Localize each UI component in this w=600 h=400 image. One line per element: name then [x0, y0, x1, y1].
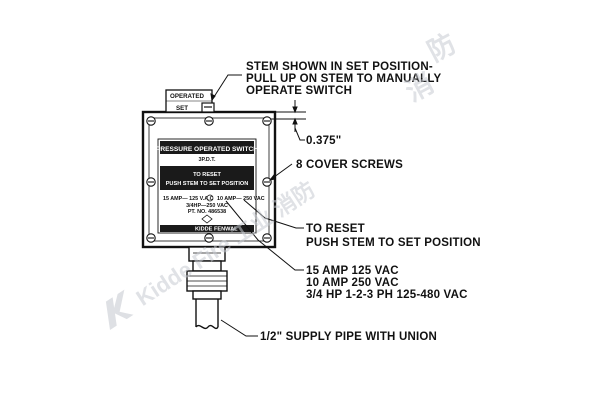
watermark-logo-icon: [105, 289, 134, 330]
supply-pipe-label: 1/2" SUPPLY PIPE WITH UNION: [260, 331, 437, 343]
stem-note-line1: STEM SHOWN IN SET POSITION-: [246, 61, 433, 73]
dimension-label: 0.375": [306, 135, 341, 147]
cover-screw: [204, 233, 214, 243]
stem-operated-label: OPERATED: [170, 93, 204, 100]
nameplate-rating-hp: 3/4HP—250 VAC: [186, 203, 228, 209]
cover-screw: [146, 177, 156, 187]
nameplate-reset-line1: TO RESET: [193, 172, 221, 178]
nameplate-rating-right: 10 AMP— 250 VAC: [217, 196, 265, 202]
nameplate-subtitle: 3P.D.T.: [199, 157, 216, 163]
cover-screw: [262, 177, 272, 187]
diamond-logo-icon: [201, 214, 213, 224]
cover-screw: [262, 116, 272, 126]
reset-stem: [201, 102, 215, 113]
rating-line1: 15 AMP 125 VAC: [306, 265, 399, 277]
cover-screw: [262, 233, 272, 243]
stem-note-line2: PULL UP ON STEM TO MANUALLY: [246, 73, 442, 85]
reset-label-line1: TO RESET: [306, 223, 365, 235]
supply-pipe: [186, 246, 228, 330]
cover-screws: [146, 116, 272, 243]
nameplate-maker: KIDDE FENWAL: [195, 227, 238, 233]
leader-lines: [210, 74, 306, 337]
rating-line2: 10 AMP 250 VAC: [306, 277, 399, 289]
nameplate-reset-line2: PUSH STEM TO SET POSITION: [166, 181, 249, 187]
approval-mark-icon: [206, 194, 214, 202]
cover-screws-label: 8 COVER SCREWS: [296, 159, 403, 171]
cover-screw: [146, 233, 156, 243]
rating-line3: 3/4 HP 1-2-3 PH 125-480 VAC: [306, 289, 468, 301]
cover-screw: [204, 116, 214, 126]
cover-screw: [146, 116, 156, 126]
stem-set-label: SET: [176, 105, 188, 112]
stem-note-line3: OPERATE SWITCH: [246, 85, 352, 97]
nameplate-rating-left: 15 AMP— 125 V.A.C: [163, 196, 214, 202]
nameplate-part-no: PT. NO. 486538: [188, 209, 226, 215]
stem-block: OPERATED SET: [165, 89, 213, 113]
reset-label-line2: PUSH STEM TO SET POSITION: [306, 237, 481, 249]
nameplate-title: PRESSURE OPERATED SWITCH: [156, 146, 258, 153]
